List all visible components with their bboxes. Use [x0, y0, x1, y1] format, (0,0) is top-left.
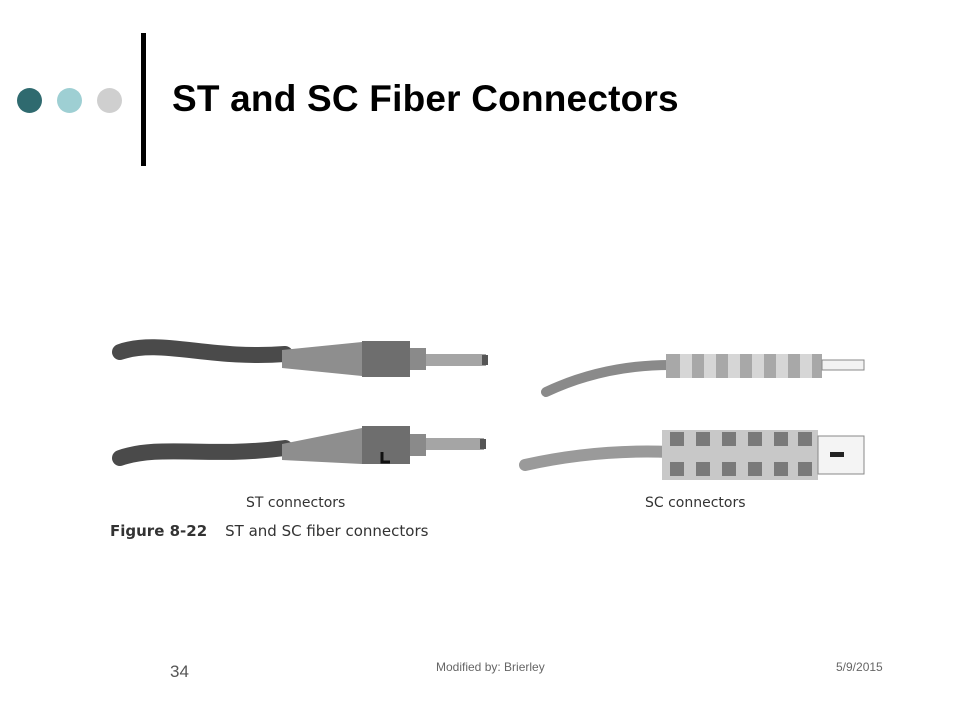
bullet-dot-dark [17, 88, 42, 113]
st-connectors-label: ST connectors [246, 495, 346, 511]
connectors-illustration [112, 339, 865, 480]
slide-title: ST and SC Fiber Connectors [172, 78, 679, 119]
bullet-dot-grey [97, 88, 122, 113]
st-connector-bottom [112, 426, 486, 466]
title-divider [141, 33, 146, 166]
footer-author: Modified by: Brierley [436, 660, 545, 674]
page-number: 34 [170, 662, 189, 681]
sc-connector-top [541, 354, 865, 397]
figure-number: Figure 8-22 [110, 522, 208, 540]
figure-caption: Figure 8-22 ST and SC fiber connectors [110, 522, 428, 540]
st-connector-top [112, 339, 488, 377]
sc-connectors-label: SC connectors [645, 495, 746, 511]
sc-connector-bottom [519, 430, 865, 480]
bullet-dot-light [57, 88, 82, 113]
footer-date: 5/9/2015 [836, 660, 883, 674]
figure-caption-text: ST and SC fiber connectors [225, 522, 429, 540]
connector-figure: ST connectors SC connectors Figure 8-22 S… [100, 320, 880, 550]
